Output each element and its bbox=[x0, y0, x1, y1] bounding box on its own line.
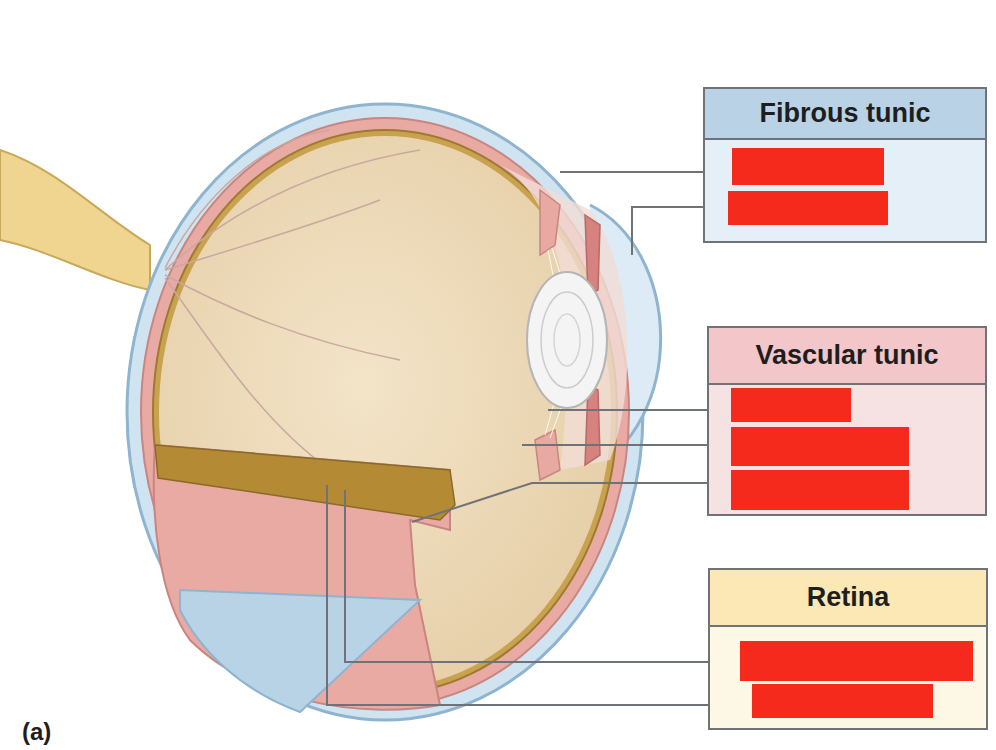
panel-heading: Retina bbox=[710, 570, 986, 627]
figure-letter: (a) bbox=[22, 718, 51, 746]
cutaway-retina bbox=[155, 445, 455, 520]
panel-heading: Fibrous tunic bbox=[705, 89, 985, 140]
leader-lines bbox=[327, 172, 708, 705]
redaction-box bbox=[731, 388, 851, 422]
lens bbox=[554, 314, 580, 366]
tunic-panel: Fibrous tunic bbox=[703, 87, 987, 243]
redaction-box bbox=[731, 427, 909, 466]
lens bbox=[527, 272, 607, 408]
ciliary-body bbox=[540, 190, 560, 255]
tunic-panel: Retina bbox=[708, 568, 988, 730]
ciliary-zone bbox=[500, 165, 627, 470]
ciliary-body bbox=[535, 430, 560, 480]
tunic-panel: Vascular tunic bbox=[707, 326, 987, 516]
optic-nerve bbox=[0, 150, 150, 290]
sclera bbox=[127, 104, 643, 720]
cutaway-sclera bbox=[180, 590, 420, 712]
redaction-box bbox=[752, 684, 933, 718]
panel-heading: Vascular tunic bbox=[709, 328, 985, 385]
redaction-box bbox=[732, 148, 884, 185]
retinal-vessels bbox=[165, 130, 420, 470]
redaction-box bbox=[728, 191, 888, 225]
lens bbox=[541, 292, 593, 388]
redaction-box bbox=[731, 470, 909, 510]
redaction-box bbox=[740, 641, 973, 681]
